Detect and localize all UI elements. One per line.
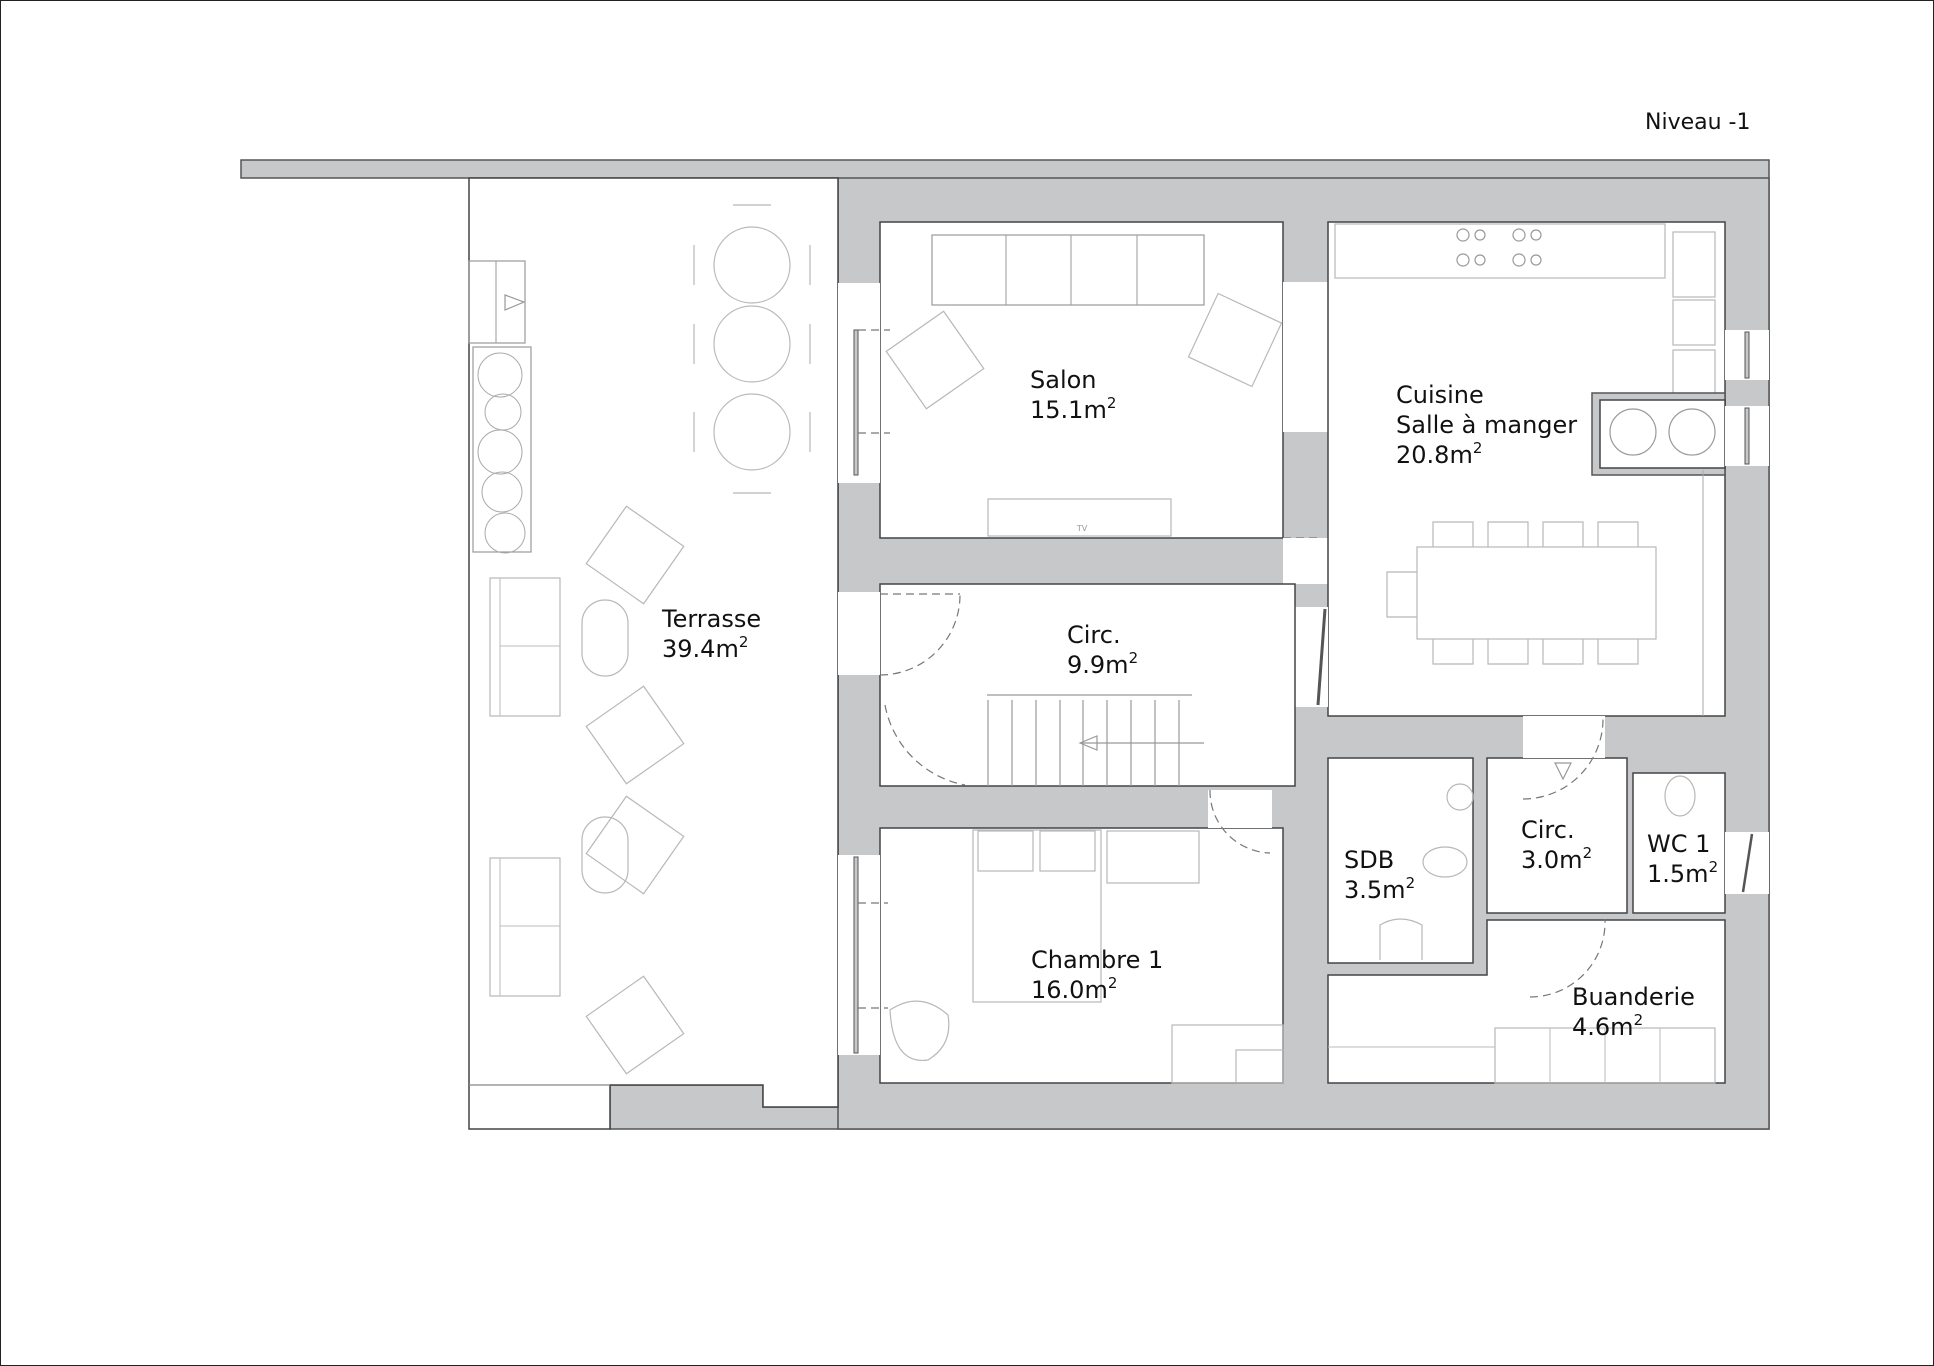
room-name: Circ. — [1067, 621, 1121, 649]
room-label-buanderie: Buanderie 4.6m2 — [1572, 982, 1695, 1042]
room-name: Chambre 1 — [1031, 946, 1164, 974]
salon-room: TV — [838, 221, 1328, 584]
cuisine-room — [1295, 221, 1769, 717]
wc1-room — [1632, 772, 1769, 914]
room-name: WC 1 — [1647, 830, 1711, 858]
plant-icon — [477, 352, 526, 554]
room-area: 39.4m2 — [662, 633, 749, 664]
circ1-room — [838, 583, 1296, 787]
level-label: Niveau -1 — [1645, 110, 1751, 135]
room-name: Salon — [1030, 366, 1097, 394]
room-label-cuisine: Cuisine Salle à manger 20.8m2 — [1396, 380, 1577, 470]
room-label-terrasse: Terrasse 39.4m2 — [662, 604, 761, 664]
dining-tables — [693, 204, 811, 494]
room-name: SDB — [1344, 846, 1395, 874]
room-area: 1.5m2 — [1647, 858, 1719, 889]
room-name: Buanderie — [1572, 983, 1695, 1011]
room-name-2: Salle à manger — [1396, 411, 1578, 439]
terrasse-area — [468, 177, 839, 1130]
chambre1-room — [838, 789, 1284, 1084]
room-area: 15.1m2 — [1030, 394, 1117, 425]
room-name: Terrasse — [662, 605, 762, 633]
room-name: Circ. — [1521, 816, 1575, 844]
tv-label: TV — [1076, 524, 1088, 533]
room-area: 3.0m2 — [1521, 844, 1593, 875]
buanderie-room — [1327, 918, 1726, 1084]
room-area: 16.0m2 — [1031, 974, 1118, 1005]
circ2-room — [1486, 716, 1628, 914]
room-label-wc1: WC 1 1.5m2 — [1647, 829, 1718, 889]
room-area: 4.6m2 — [1572, 1011, 1644, 1042]
room-label-sdb: SDB 3.5m2 — [1344, 845, 1415, 905]
room-area: 3.5m2 — [1344, 874, 1416, 905]
room-label-salon: Salon 15.1m2 — [1030, 365, 1116, 425]
room-label-circ1: Circ. 9.9m2 — [1067, 620, 1138, 680]
room-area: 20.8m2 — [1396, 439, 1483, 470]
room-label-circ2: Circ. 3.0m2 — [1521, 815, 1592, 875]
room-name: Cuisine — [1396, 381, 1484, 409]
room-label-chambre1: Chambre 1 16.0m2 — [1031, 945, 1163, 1005]
room-area: 9.9m2 — [1067, 649, 1139, 680]
sdb-room — [1327, 757, 1474, 964]
